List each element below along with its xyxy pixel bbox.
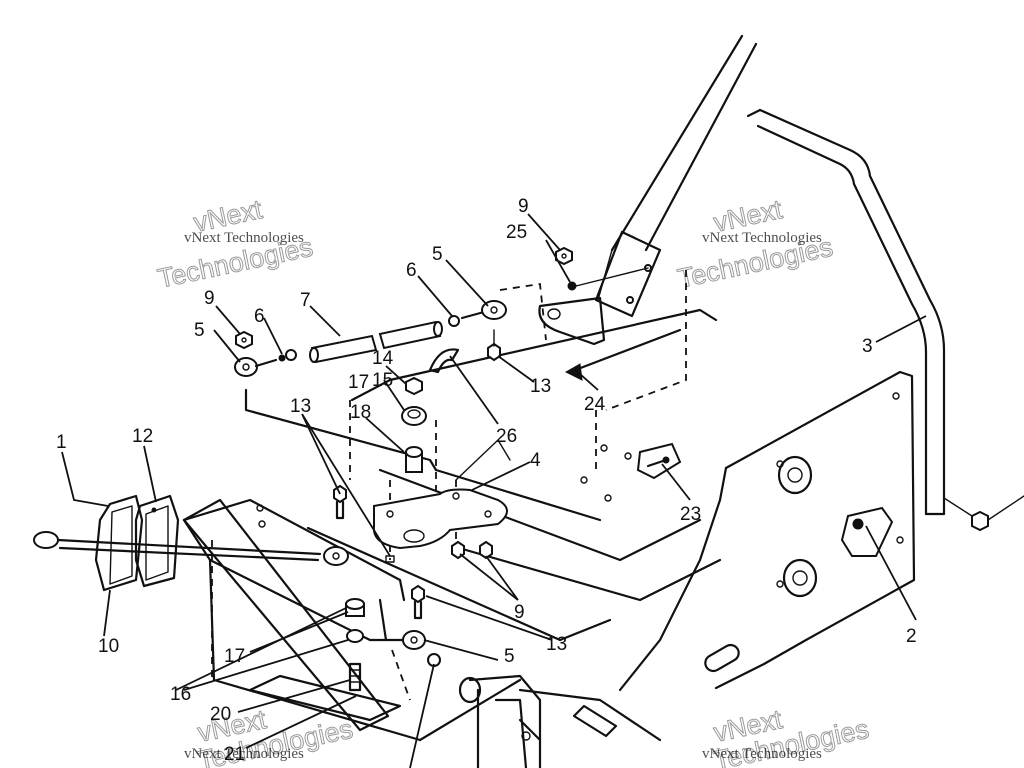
leader-lines — [61, 213, 927, 768]
callout-labels: 1 2 3 4 5 5 5 6 6 7 9 9 9 10 12 13 13 13… — [56, 196, 917, 765]
rod-end-left — [234, 349, 297, 377]
pivot-bracket — [538, 267, 649, 346]
callout-7: 7 — [300, 290, 311, 311]
callout-6-left: 6 — [254, 306, 265, 327]
callout-9-lower: 9 — [514, 602, 525, 623]
bolt-13-upper — [487, 329, 501, 362]
callout-12: 12 — [132, 426, 153, 447]
callout-5-lower: 5 — [504, 646, 515, 667]
callout-23: 23 — [680, 504, 701, 525]
watermark-text: vNext Technologies — [702, 746, 822, 762]
watermark-bottom-left: vNext Technologies vNext Technologies — [184, 704, 356, 768]
steering-column-tube — [594, 34, 758, 318]
callout-16: 16 — [170, 684, 191, 705]
nut-9-left — [235, 330, 253, 350]
callout-20: 20 — [210, 704, 231, 725]
watermark-top-left: vNext Technologies vNext Technologies — [155, 194, 316, 295]
mounting-plate — [372, 488, 508, 550]
callout-18: 18 — [350, 402, 371, 423]
bracket-plate-10 — [94, 494, 144, 592]
bolt-13-lower — [411, 584, 425, 620]
callout-1: 1 — [56, 432, 67, 453]
nut-9-top — [555, 246, 573, 266]
watermark-text: vNext Technologies — [184, 230, 304, 246]
callout-25: 25 — [506, 222, 527, 243]
callout-24: 24 — [584, 394, 606, 415]
callout-17-upper: 17 — [348, 372, 369, 393]
bracket-23 — [636, 442, 682, 480]
callout-5-left: 5 — [194, 320, 205, 341]
watermark-bottom-right: vNext Technologies vNext Technologies — [702, 704, 872, 768]
callout-21: 21 — [224, 744, 245, 765]
callout-15: 15 — [372, 370, 393, 391]
switch-component — [840, 506, 894, 557]
callout-13-lower: 13 — [546, 634, 567, 655]
callout-13-middle: 13 — [290, 396, 311, 417]
callout-13-upper: 13 — [530, 376, 551, 397]
side-frame-plate — [618, 370, 916, 692]
lever-arm — [182, 498, 390, 732]
callout-10: 10 — [98, 636, 119, 657]
callout-4: 4 — [530, 450, 541, 471]
rod-end-right — [448, 300, 507, 327]
callout-9-top: 9 — [518, 196, 529, 217]
callout-3: 3 — [862, 336, 873, 357]
fastener-stack-upper — [401, 376, 427, 473]
rollover-bar — [746, 108, 946, 516]
callout-9-left: 9 — [204, 288, 215, 309]
rod-segments — [309, 320, 443, 364]
nuts-9-lower — [451, 540, 493, 560]
callout-5-right: 5 — [432, 244, 443, 265]
callout-6-right: 6 — [406, 260, 417, 281]
callout-14: 14 — [372, 348, 394, 369]
rod-end-lower — [402, 630, 441, 667]
watermark-top-right: vNext Technologies vNext Technologies — [675, 194, 836, 295]
tie-rod — [33, 531, 349, 566]
callout-26: 26 — [496, 426, 517, 447]
marker-24 — [564, 363, 583, 381]
callout-2: 2 — [906, 626, 917, 647]
watermark-text: vNext Technologies — [702, 230, 822, 246]
bracket-plate-12 — [134, 494, 180, 588]
nut-right-edge — [943, 495, 1024, 532]
callout-17-lower: 17 — [224, 646, 245, 667]
fastener-stack-lower — [345, 598, 365, 692]
watermark-text: vNext Technologies — [184, 746, 304, 762]
